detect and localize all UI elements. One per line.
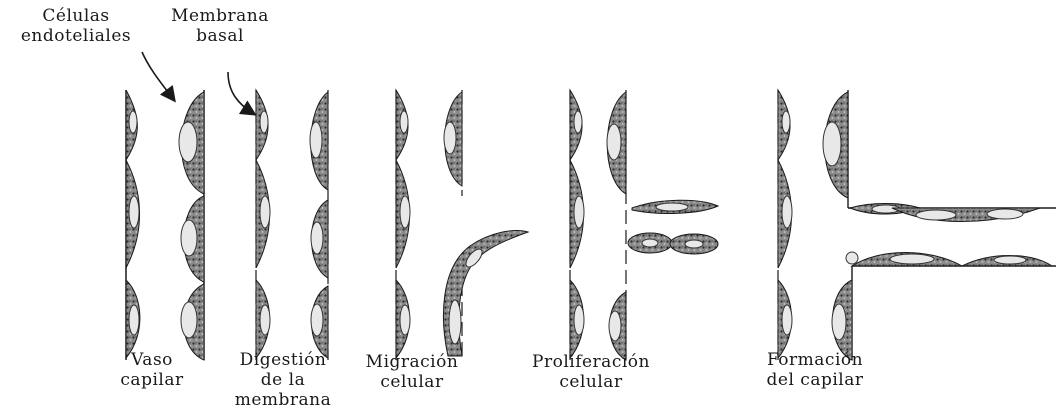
- new-capillary-sprout: [846, 204, 1052, 267]
- endothelial-cells-left: [778, 90, 792, 358]
- stage-label: Vaso capilar: [112, 350, 192, 390]
- endothelial-cells-left: [126, 90, 140, 358]
- stage-label-line: del capilar: [750, 370, 880, 390]
- endothelial-cells-right: [310, 92, 328, 358]
- stage-label: Formación del capilar: [750, 350, 880, 390]
- stage-label-line: de la: [228, 370, 338, 390]
- membrane-callout-arrow: [228, 72, 254, 114]
- stage-formacion-capilar: [778, 90, 1056, 360]
- stage-label-line: celular: [352, 372, 472, 392]
- basement-membrane-callout: Membrana basal: [150, 6, 290, 46]
- stage-label: Proliferación celular: [516, 352, 666, 392]
- stage-label-line: Vaso: [112, 350, 192, 370]
- endothelial-cells-right: [443, 92, 528, 356]
- stage-label: Migración celular: [352, 352, 472, 392]
- callout-line: endoteliales: [6, 26, 146, 46]
- stage-label-line: Digestión: [228, 350, 338, 370]
- endothelial-cells-left: [570, 90, 584, 358]
- endothelial-cells-right: [607, 92, 626, 360]
- stage-vaso-capilar: [126, 90, 204, 360]
- callout-line: Membrana: [150, 6, 290, 26]
- stage-label-line: celular: [516, 372, 666, 392]
- callout-line: Células: [6, 6, 146, 26]
- endothelial-cells-callout: Células endoteliales: [6, 6, 146, 46]
- stage-label-line: Migración: [352, 352, 472, 372]
- stage-label-line: membrana: [228, 390, 338, 410]
- endothelial-callout-arrow: [142, 52, 174, 100]
- endothelial-cells-right: [179, 92, 204, 360]
- stage-label-line: capilar: [112, 370, 192, 390]
- stage-label: Digestión de la membrana: [228, 350, 338, 410]
- stage-migracion-celular: [396, 90, 528, 360]
- endothelial-cells-right: [823, 92, 852, 360]
- stage-digestion-membrana: [256, 90, 328, 360]
- stage-label-line: Formación: [750, 350, 880, 370]
- endothelial-cells-left: [256, 90, 270, 358]
- endothelial-cells-left: [396, 90, 410, 358]
- stage-label-line: Proliferación: [516, 352, 666, 372]
- callout-line: basal: [150, 26, 290, 46]
- proliferating-cells: [628, 200, 718, 254]
- stage-proliferacion-celular: [570, 90, 718, 360]
